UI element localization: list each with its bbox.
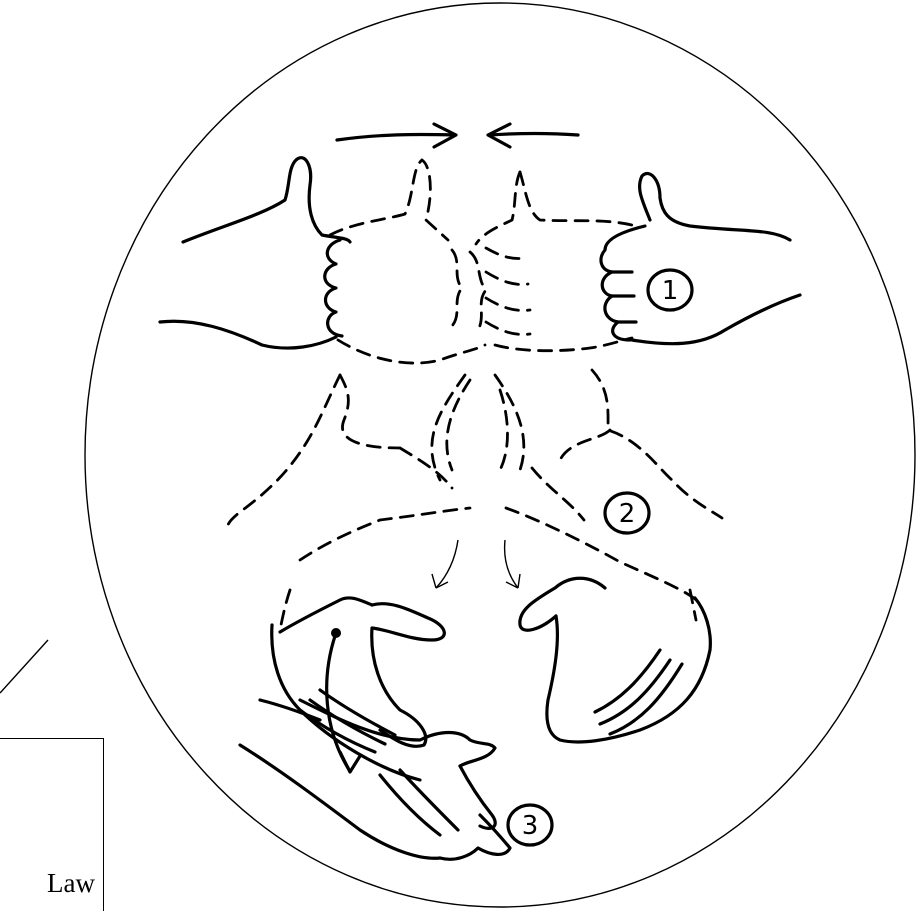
svg-text:3: 3 [522, 811, 539, 841]
right-open-hand [520, 578, 711, 742]
downward-arrows-icon [432, 540, 520, 588]
caption-text: Law [47, 868, 95, 899]
converging-arrows-icon [337, 124, 578, 147]
step-3-marker: 3 [508, 805, 552, 845]
step-2-marker: 2 [605, 493, 649, 533]
callout-leader-line [0, 640, 48, 693]
caption-box: Law [0, 738, 104, 911]
ghost-fists-dashed [330, 160, 636, 363]
transition-hands-dashed [228, 370, 723, 605]
left-open-hand [260, 590, 444, 780]
step-1-marker: 1 [648, 270, 692, 310]
left-fist-solid [160, 158, 350, 348]
right-fist-solid [601, 173, 800, 343]
frame-circle [85, 3, 915, 907]
svg-text:2: 2 [619, 499, 636, 529]
svg-text:1: 1 [662, 276, 679, 306]
